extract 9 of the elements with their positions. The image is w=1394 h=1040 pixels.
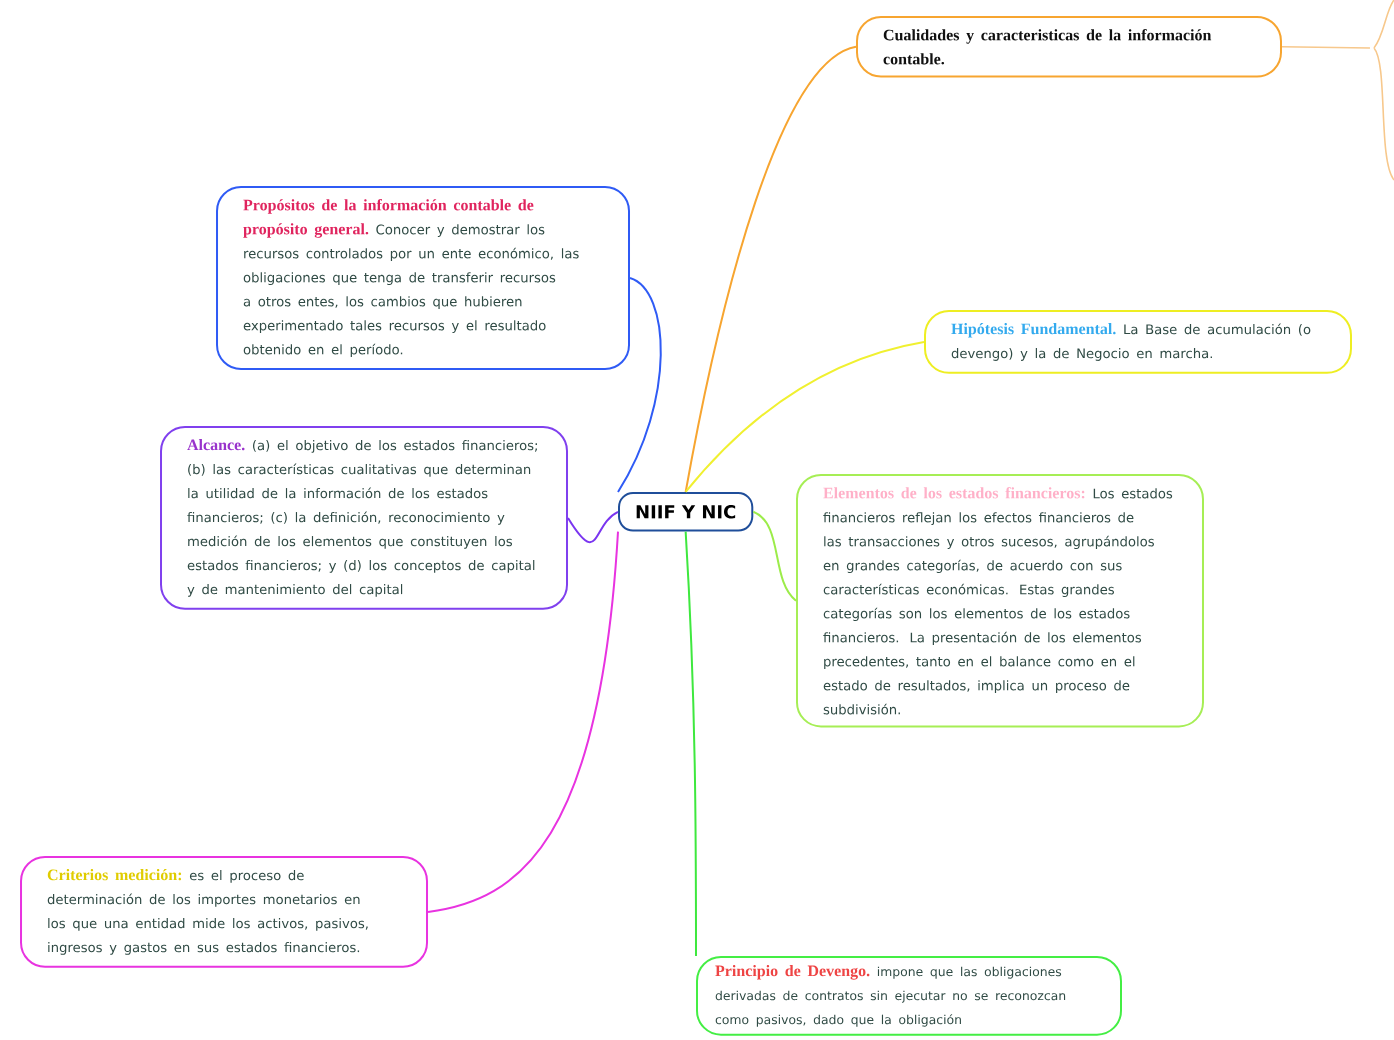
central-topic-box: NIIF Y NIC [618, 492, 754, 532]
topic-box: Cualidades y caracteristicas de la información contable. [856, 16, 1282, 78]
connector-line [567, 510, 619, 544]
connector-line [752, 510, 797, 602]
connector-line [684, 530, 697, 957]
connector-line [684, 45, 857, 493]
connector-line [617, 277, 662, 493]
connector-line [684, 340, 925, 493]
connector-line [427, 530, 619, 913]
